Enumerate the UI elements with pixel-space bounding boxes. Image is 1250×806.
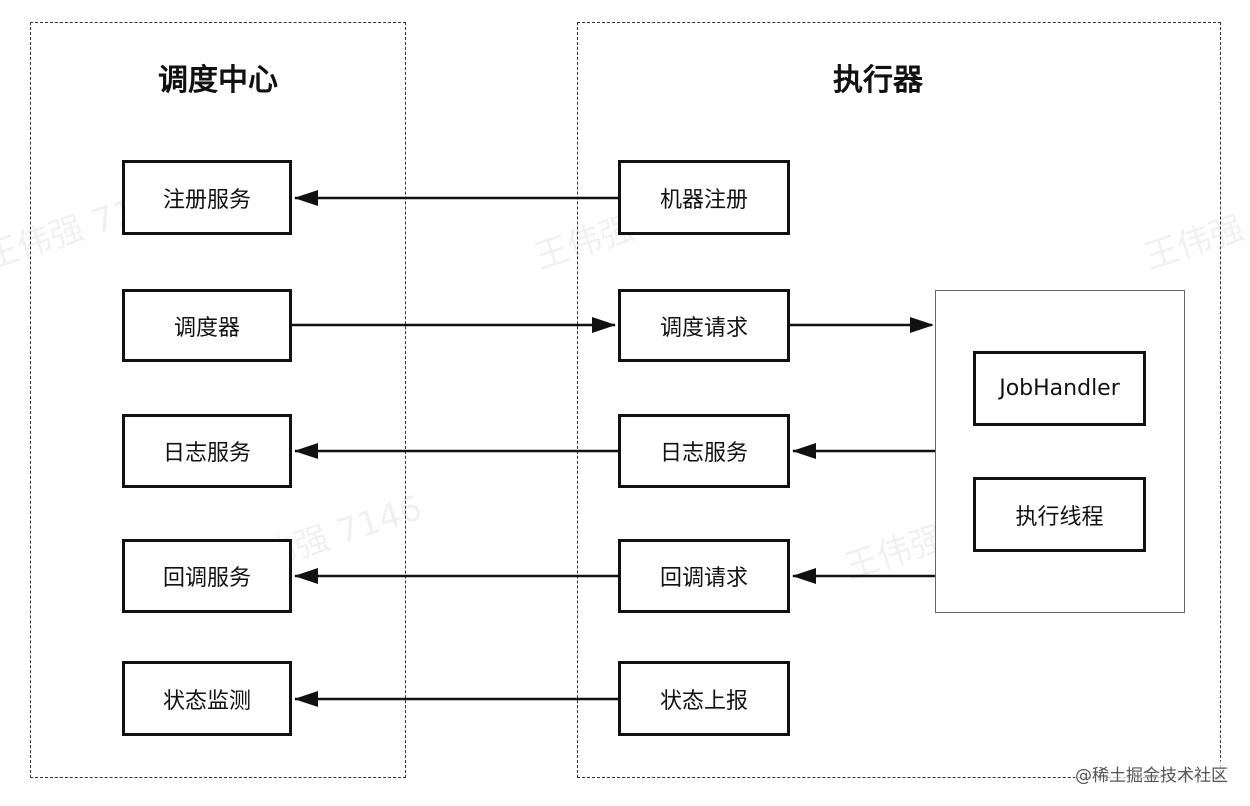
schedule-request-box: 调度请求 xyxy=(618,289,790,362)
arrowhead-schedule xyxy=(592,317,616,333)
status-report-box: 状态上报 xyxy=(618,661,790,736)
arrowhead-callback xyxy=(294,568,318,584)
status-monitor-box: 状态监测 xyxy=(122,661,292,736)
scheduler-center-region: 调度中心 xyxy=(30,22,406,778)
arrowhead-request-to-job xyxy=(910,317,934,333)
registry-service-box: 注册服务 xyxy=(122,160,292,235)
job-handler-box: JobHandler xyxy=(973,351,1146,426)
arrowhead-job-to-callback xyxy=(792,568,816,584)
arrowhead-log xyxy=(294,443,318,459)
arrowhead-status xyxy=(294,691,318,707)
arrowhead-register xyxy=(294,190,318,206)
log-service-box: 日志服务 xyxy=(122,414,292,488)
scheduler-center-title: 调度中心 xyxy=(158,63,278,98)
job-container xyxy=(935,290,1185,613)
executor-title: 执行器 xyxy=(833,63,923,98)
scheduler-box: 调度器 xyxy=(122,289,292,362)
machine-register-box: 机器注册 xyxy=(618,160,790,235)
callback-request-box: 回调请求 xyxy=(618,539,790,613)
source-credit: @稀土掘金技术社区 xyxy=(1075,761,1228,786)
callback-service-box: 回调服务 xyxy=(122,539,292,613)
exec-thread-box: 执行线程 xyxy=(973,477,1146,552)
executor-log-service-box: 日志服务 xyxy=(618,414,790,488)
executor-region: 执行器 xyxy=(577,22,1221,778)
arrowhead-job-to-log xyxy=(792,443,816,459)
